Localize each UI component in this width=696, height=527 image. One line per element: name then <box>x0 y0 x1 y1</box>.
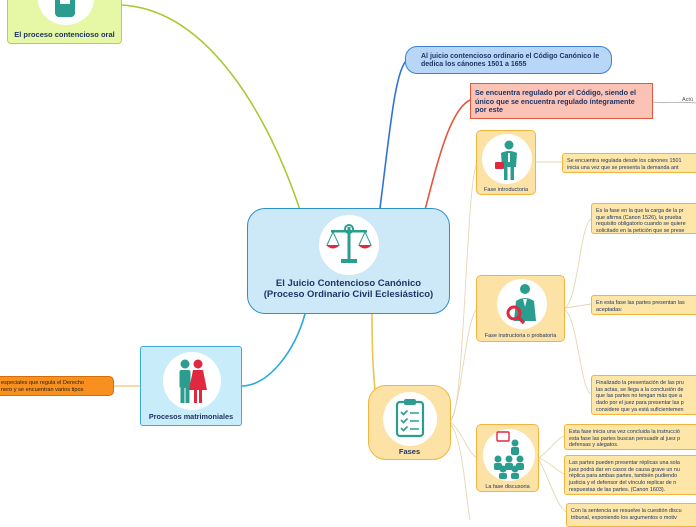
link-fases-disc <box>450 422 479 459</box>
topic-procesos-matrimoniales-label: Procesos matrimoniales <box>148 412 234 421</box>
teacher-icon <box>482 134 532 184</box>
note-sentencia-text: Con la sentencia se resuelve la cuestión… <box>571 508 682 521</box>
topic-procesos-especiales-label: especiales que regula el Derecho nero y … <box>1 380 85 393</box>
scales-icon <box>319 215 379 275</box>
note-discusoria-inicio-text: Esta fase inicia una vez concluida la in… <box>569 429 681 449</box>
link-fases-intro <box>450 161 479 421</box>
topic-fases-label: Fases <box>398 447 421 456</box>
note-replicas-text: Las partes pueden presentar réplicas una… <box>569 460 680 493</box>
person-icon <box>38 0 94 25</box>
topic-canones-label: Al juicio contencioso ordinario el Códig… <box>421 53 600 68</box>
note-conclusion[interactable]: Finalizado la presentación de las pru la… <box>591 375 696 415</box>
note-introductoria-text: Se encuentra regulada desde los cánones … <box>567 158 682 171</box>
topic-fase-introductoria[interactable]: Fase introductoria <box>476 130 536 195</box>
topic-fase-instructoria-label: Fase instructoria o probatoria <box>484 333 557 339</box>
note-conclusion-text: Finalizado la presentación de las pru la… <box>596 380 684 413</box>
topic-procesos-matrimoniales[interactable]: Procesos matrimoniales <box>140 346 242 426</box>
link-fases-down <box>450 424 471 520</box>
central-topic-title: El Juicio Contencioso Canónico (Proceso … <box>263 278 434 300</box>
link-fases-instr <box>450 307 479 421</box>
note-introductoria[interactable]: Se encuentra regulada desde los cánones … <box>562 153 696 173</box>
note-presentan-pruebas[interactable]: En esta fase las partes presentan las ac… <box>591 295 696 315</box>
topic-actua-label[interactable]: Actú <box>682 97 694 103</box>
note-sentencia[interactable]: Con la sentencia se resuelve la cuestión… <box>566 503 696 527</box>
link-oral <box>121 4 301 211</box>
topic-fase-instructoria[interactable]: Fase instructoria o probatoria <box>476 275 565 342</box>
topic-procesos-especiales[interactable]: especiales que regula el Derecho nero y … <box>0 376 114 396</box>
topic-regulado-label: Se encuentra regulado por el Código, sie… <box>475 88 636 115</box>
topic-fase-discusoria[interactable]: La fase discusoria <box>476 424 539 492</box>
link-canones <box>379 59 408 209</box>
link-regulado <box>424 99 471 211</box>
discussion-group-icon <box>483 429 535 481</box>
note-discusoria-inicio[interactable]: Esta fase inicia una vez concluida la in… <box>564 424 696 450</box>
checklist-icon <box>383 392 437 446</box>
topic-fase-discusoria-label: La fase discusoria <box>485 484 530 490</box>
central-topic[interactable]: El Juicio Contencioso Canónico (Proceso … <box>247 208 450 314</box>
topic-fase-introductoria-label: Fase introductoria <box>483 187 529 193</box>
link-actua <box>652 101 696 104</box>
link-matri <box>241 313 306 387</box>
lawyer-magnifier-icon <box>497 279 547 329</box>
note-replicas[interactable]: Las partes pueden presentar réplicas una… <box>564 455 696 495</box>
couple-icon <box>163 352 221 410</box>
note-carga-prueba-text: Es la fase en la que la carga de la pr q… <box>596 208 686 234</box>
topic-canones[interactable]: Al juicio contencioso ordinario el Códig… <box>405 46 612 74</box>
note-carga-prueba[interactable]: Es la fase en la que la carga de la pr q… <box>591 203 696 234</box>
topic-regulado[interactable]: Se encuentra regulado por el Código, sie… <box>470 83 653 119</box>
topic-proceso-oral-label: El proceso contencioso oral <box>14 30 115 39</box>
note-presentan-pruebas-text: En esta fase las partes presentan las ac… <box>596 300 685 313</box>
topic-proceso-oral[interactable]: El proceso contencioso oral <box>7 0 122 44</box>
topic-fases[interactable]: Fases <box>368 385 451 460</box>
link-fases <box>371 313 376 391</box>
